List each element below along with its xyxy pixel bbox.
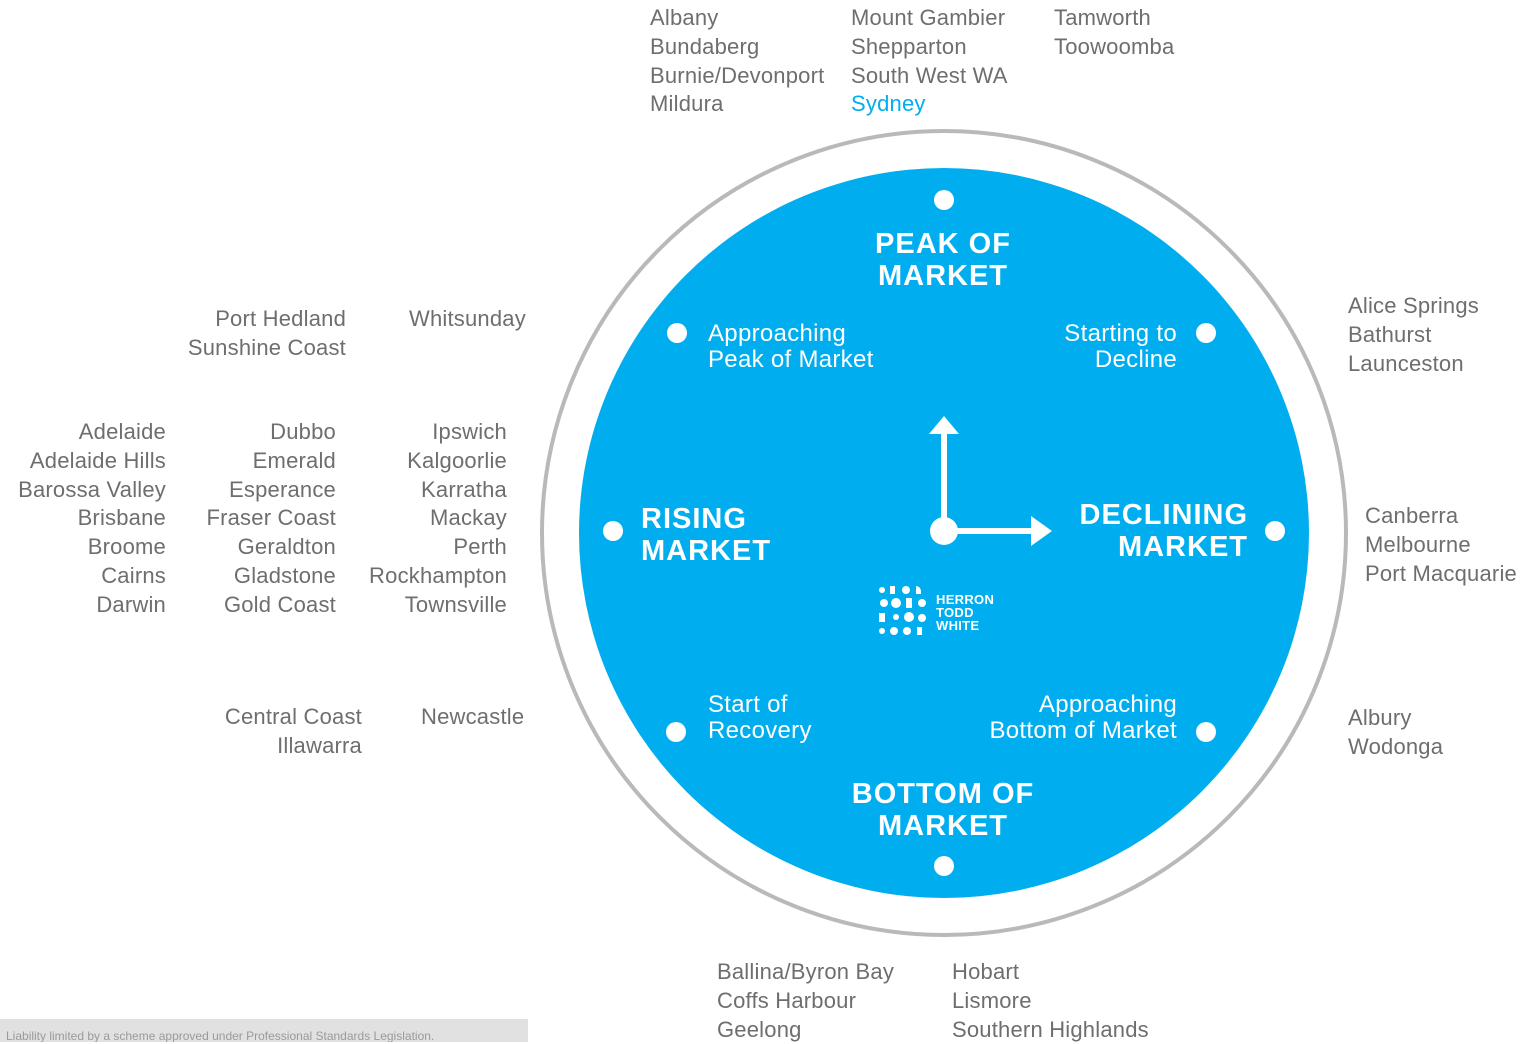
place-name: Coffs Harbour: [717, 987, 857, 1013]
place-name: Ballina/Byron Bay: [717, 959, 895, 984]
place-name: Mackay: [430, 505, 507, 531]
place-name: Ipswich: [432, 419, 507, 444]
place-name: Illawarra: [277, 732, 362, 758]
marker-start-recovery: [666, 722, 686, 742]
marker-peak: [934, 190, 954, 210]
marker-rising: [603, 521, 623, 541]
place-name: Emerald: [252, 447, 336, 473]
place-name: Geraldton: [237, 534, 336, 560]
marker-approaching-peak: [667, 323, 687, 343]
logo-word-1: HERRON: [936, 592, 995, 607]
logo-mark-icon: [879, 586, 926, 635]
place-name: Albany: [650, 5, 719, 30]
place-name: Sunshine Coast: [187, 334, 346, 360]
logo-word-3: WHITE: [936, 618, 980, 633]
place-name: Melbourne: [1365, 531, 1471, 557]
place-name: Broome: [87, 534, 166, 560]
place-name: South West WA: [851, 62, 1008, 88]
place-name: Sydney: [851, 91, 926, 117]
place-name: Bundaberg: [650, 33, 760, 59]
place-name: Burnie/Devonport: [650, 62, 825, 88]
place-name: Rockhampton: [369, 562, 507, 588]
marker-starting-decline: [1196, 323, 1216, 343]
group-start-recovery-2: Newcastle: [421, 703, 524, 732]
place-name: Dubbo: [270, 419, 336, 444]
place-name: Canberra: [1365, 503, 1459, 528]
marker-bottom: [934, 856, 954, 876]
place-name: Esperance: [229, 476, 336, 502]
place-name: Southern Highlands: [952, 1016, 1149, 1042]
place-name: Adelaide Hills: [29, 447, 166, 473]
place-name: Port Hedland: [215, 306, 346, 331]
place-name: Lismore: [952, 987, 1032, 1013]
place-name: Adelaide: [78, 419, 166, 444]
place-name: Albury: [1348, 705, 1412, 730]
place-name: Hobart: [952, 959, 1020, 984]
herron-todd-white-logo: HERRON TODD WHITE: [876, 583, 1016, 643]
place-name: Port Macquarie: [1365, 560, 1517, 586]
place-name: Geelong: [717, 1016, 802, 1042]
place-name: Whitsunday: [409, 306, 526, 331]
place-name: Wodonga: [1348, 733, 1444, 759]
place-name: Shepparton: [851, 33, 967, 59]
place-name: Launceston: [1348, 350, 1464, 376]
place-name: Tamworth: [1054, 5, 1151, 30]
place-name: Townsville: [404, 591, 507, 617]
place-name: Cairns: [101, 562, 166, 588]
group-approaching-peak-2: Whitsunday: [409, 305, 526, 334]
marker-approaching-bottom: [1196, 722, 1216, 742]
place-name: Central Coast: [224, 704, 362, 729]
place-name: Kalgoorlie: [407, 447, 507, 473]
place-name: Toowoomba: [1054, 33, 1175, 59]
place-name: Mildura: [650, 91, 724, 117]
place-name: Mount Gambier: [851, 5, 1006, 30]
place-name: Brisbane: [77, 505, 166, 531]
footer-disclaimer: Liability limited by a scheme approved u…: [0, 1019, 528, 1042]
place-name: Darwin: [96, 591, 166, 617]
place-name: Newcastle: [421, 704, 525, 729]
place-name: Gold Coast: [223, 591, 336, 617]
place-name: Alice Springs: [1348, 293, 1479, 318]
clock-ring: [540, 129, 1348, 937]
place-name: Barossa Valley: [18, 476, 166, 502]
logo-word-2: TODD: [936, 605, 974, 620]
marker-declining: [1265, 521, 1285, 541]
place-name: Karratha: [421, 476, 507, 502]
place-name: Fraser Coast: [206, 505, 336, 531]
place-name: Gladstone: [233, 562, 336, 588]
place-name: Perth: [453, 534, 507, 560]
place-name: Bathurst: [1348, 321, 1432, 347]
